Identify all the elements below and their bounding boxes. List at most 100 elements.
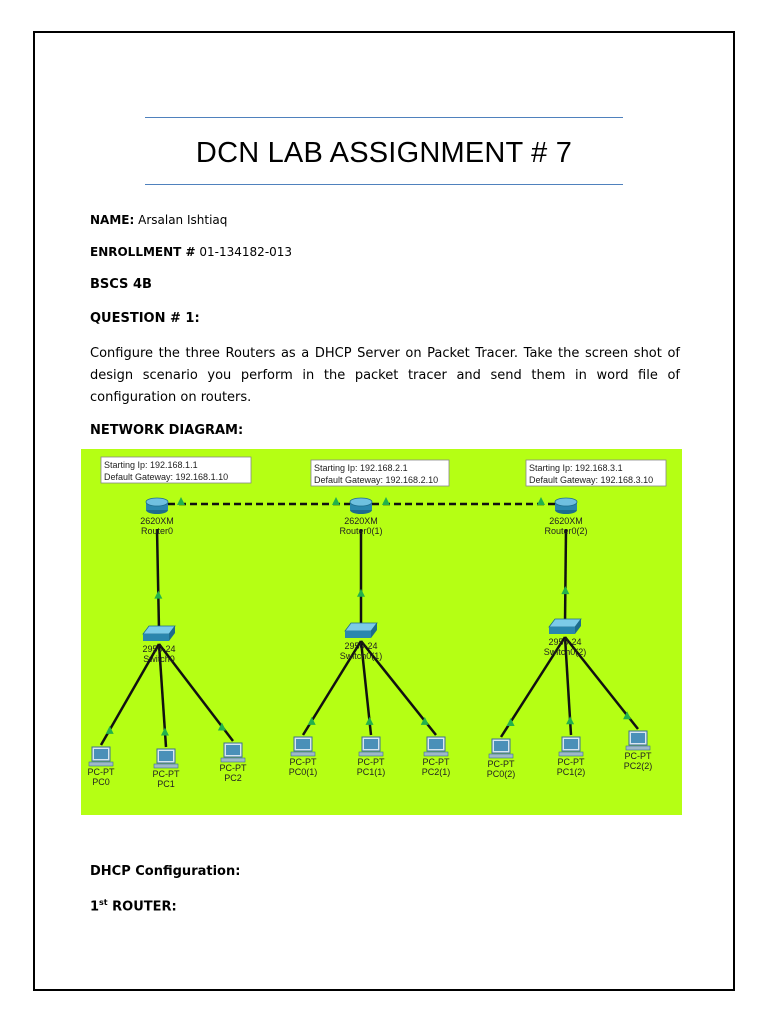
pc-type-label: PC-PT	[358, 757, 386, 767]
pc-type-label: PC-PT	[290, 757, 318, 767]
switch-pc-link	[360, 640, 437, 736]
link-indicator	[217, 722, 226, 731]
title-rule-top	[145, 117, 623, 118]
switch-name-label: Switch0(2)	[544, 647, 587, 657]
pc-icon	[625, 745, 651, 751]
name-value: Arsalan Ishtiaq	[138, 213, 228, 227]
pc-type-label: PC-PT	[488, 759, 516, 769]
link-indicator	[566, 716, 575, 725]
link-indicator	[420, 716, 429, 725]
class-label: BSCS 4B	[90, 277, 152, 292]
switch-name-label: Switch0(1)	[340, 651, 383, 661]
link-indicator	[382, 497, 390, 505]
pc-name-label: PC0	[92, 777, 110, 787]
info-box-default-gateway: Default Gateway: 192.168.1.10	[104, 472, 228, 482]
router-name-label: Router0	[141, 526, 173, 536]
switch-icon	[143, 634, 169, 641]
router-ordinal: st	[99, 898, 108, 907]
link-indicator	[506, 718, 515, 726]
info-box-starting-ip: Starting Ip: 192.168.2.1	[314, 463, 408, 473]
switch-model-label: 2950-24	[344, 641, 377, 651]
enrollment-value: 01-134182-013	[199, 245, 293, 259]
diagram-heading: NETWORK DIAGRAM:	[90, 423, 244, 438]
link-indicator	[332, 497, 340, 505]
question-heading: QUESTION # 1:	[90, 311, 200, 326]
pc-name-label: PC1	[157, 779, 175, 789]
switch-icon	[345, 631, 371, 638]
pc-type-label: PC-PT	[220, 763, 248, 773]
pc-icon	[564, 739, 578, 749]
router-name-label: Router0(1)	[339, 526, 382, 536]
pc-type-label: PC-PT	[153, 769, 181, 779]
pc-icon	[358, 751, 384, 757]
link-indicator	[307, 716, 316, 725]
pc-icon	[494, 741, 508, 751]
info-box-default-gateway: Default Gateway: 192.168.3.10	[529, 475, 653, 485]
link-indicator	[365, 716, 374, 725]
pc-name-label: PC0(2)	[487, 769, 516, 779]
info-box-default-gateway: Default Gateway: 192.168.2.10	[314, 475, 438, 485]
router-icon	[554, 497, 578, 507]
router-model-label: 2620XM	[344, 516, 378, 526]
pc-icon	[226, 745, 240, 755]
link-indicator	[561, 586, 570, 595]
pc-name-label: PC1(2)	[557, 767, 586, 777]
link-indicator	[623, 711, 632, 720]
page-border	[33, 31, 735, 991]
pc-icon	[488, 753, 514, 759]
link-indicator	[177, 497, 185, 505]
pc-icon	[364, 739, 378, 749]
pc-type-label: PC-PT	[558, 757, 586, 767]
pc-type-label: PC-PT	[88, 767, 116, 777]
pc-type-label: PC-PT	[423, 757, 451, 767]
page-title: DCN LAB ASSIGNMENT # 7	[195, 137, 573, 169]
link-indicator	[357, 588, 365, 597]
question-text: Configure the three Routers as a DHCP Se…	[90, 346, 680, 405]
link-indicator	[105, 725, 114, 734]
switch-icon	[575, 619, 581, 634]
pc-icon	[94, 749, 108, 759]
pc-type-label: PC-PT	[625, 751, 653, 761]
pc-icon	[631, 733, 645, 743]
router-number: 1	[90, 899, 100, 915]
pc-icon	[423, 751, 449, 757]
switch-model-label: 2950-24	[142, 644, 175, 654]
router-heading-text: ROUTER:	[107, 899, 177, 915]
router-heading: 1st ROUTER:	[90, 898, 177, 914]
name-label: NAME:	[90, 213, 135, 227]
pc-name-label: PC2	[224, 773, 242, 783]
switch-icon	[549, 627, 575, 634]
router-icon	[145, 497, 169, 507]
router-model-label: 2620XM	[140, 516, 174, 526]
router-model-label: 2620XM	[549, 516, 583, 526]
pc-name-label: PC1(1)	[357, 767, 386, 777]
info-box-starting-ip: Starting Ip: 192.168.1.1	[104, 460, 198, 470]
link-indicator	[160, 727, 169, 736]
name-line: NAME: Arsalan Ishtiaq	[90, 213, 227, 227]
pc-icon	[290, 751, 316, 757]
pc-icon	[429, 739, 443, 749]
switch-icon	[371, 623, 377, 638]
switch-model-label: 2950-24	[548, 637, 581, 647]
enrollment-line: ENROLLMENT # 01-134182-013	[90, 245, 292, 259]
info-box	[310, 459, 450, 487]
pc-name-label: PC0(1)	[289, 767, 318, 777]
pc-icon	[558, 751, 584, 757]
info-box	[525, 459, 667, 487]
pc-name-label: PC2(1)	[422, 767, 451, 777]
pc-icon	[159, 751, 173, 761]
switch-icon	[169, 626, 175, 641]
pc-icon	[153, 763, 179, 769]
router-switch-link	[155, 528, 161, 631]
router-name-label: Router0(2)	[544, 526, 587, 536]
router-icon	[349, 497, 373, 507]
switch-pc-link	[158, 643, 234, 742]
link-indicator	[537, 497, 545, 505]
dhcp-heading: DHCP Configuration:	[90, 864, 241, 879]
pc-name-label: PC2(2)	[624, 761, 653, 771]
pc-icon	[220, 757, 246, 763]
info-box-starting-ip: Starting Ip: 192.168.3.1	[529, 463, 623, 473]
pc-icon	[88, 761, 114, 767]
